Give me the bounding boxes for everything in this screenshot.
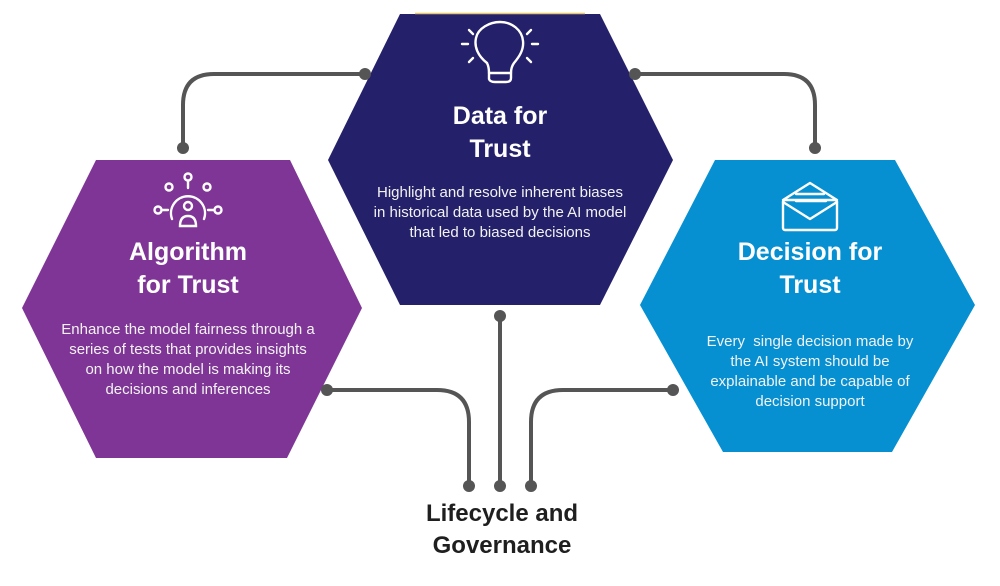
decision-node-body: Every single decision made by the AI sys… xyxy=(670,332,950,412)
network-person-icon xyxy=(153,172,223,228)
connector-algorithm-hub xyxy=(325,388,471,488)
decision-title-line2: Trust xyxy=(779,271,841,299)
decision-node-title: Decision for Trust xyxy=(700,236,920,302)
dot-hub-center xyxy=(494,480,506,492)
decision-body-line: decision support xyxy=(755,393,865,410)
connector-dots xyxy=(177,68,821,492)
connector-data-algorithm xyxy=(181,72,367,150)
data-title-line2: Trust xyxy=(469,135,531,163)
algorithm-body-line: on how the model is making its xyxy=(85,361,291,378)
hub-label: Lifecycle and Governance xyxy=(400,498,604,562)
connector-decision-hub xyxy=(529,388,675,488)
data-body-line: that led to biased decisions xyxy=(409,224,591,241)
decision-body-line: the AI system should be xyxy=(730,353,890,370)
dot-hub-right xyxy=(525,480,537,492)
hub-label-line1: Lifecycle and xyxy=(425,500,579,527)
hub-label-line2: Governance xyxy=(432,532,572,559)
decision-hexagon xyxy=(640,160,975,452)
connector-data-decision xyxy=(633,72,817,150)
dot-data-bottom xyxy=(494,310,506,322)
algorithm-title-line1: Algorithm xyxy=(128,238,248,266)
connectors xyxy=(181,72,817,488)
dot-data-right xyxy=(629,68,641,80)
dot-algorithm-right xyxy=(321,384,333,396)
data-node-body: Highlight and resolve inherent biases in… xyxy=(345,183,655,243)
data-node-title: Data for Trust xyxy=(400,100,600,166)
dot-data-left xyxy=(359,68,371,80)
dot-decision-top xyxy=(809,142,821,154)
lightbulb-icon xyxy=(460,20,540,84)
algorithm-body-line: series of tests that provides insights xyxy=(69,341,307,358)
algorithm-title-line2: for Trust xyxy=(137,271,239,299)
dot-algorithm-top xyxy=(177,142,189,154)
data-title-line1: Data for xyxy=(452,102,548,130)
algorithm-node-title: Algorithm for Trust xyxy=(88,236,288,302)
data-body-line: Highlight and resolve inherent biases xyxy=(377,184,623,201)
data-hexagon xyxy=(328,14,673,305)
algorithm-node-body: Enhance the model fairness through a ser… xyxy=(38,320,338,400)
decision-title-line1: Decision for xyxy=(737,238,883,266)
data-body-line: in historical data used by the AI model xyxy=(373,204,627,221)
algorithm-hexagon xyxy=(22,160,362,458)
dot-hub-left xyxy=(463,480,475,492)
decision-body-line: explainable and be capable of xyxy=(710,373,910,390)
algorithm-body-line: Enhance the model fairness through a xyxy=(61,321,315,338)
dot-decision-left xyxy=(667,384,679,396)
algorithm-body-line: decisions and inferences xyxy=(105,381,271,398)
open-envelope-icon xyxy=(781,181,839,232)
decision-body-line: Every single decision made by xyxy=(706,333,914,350)
